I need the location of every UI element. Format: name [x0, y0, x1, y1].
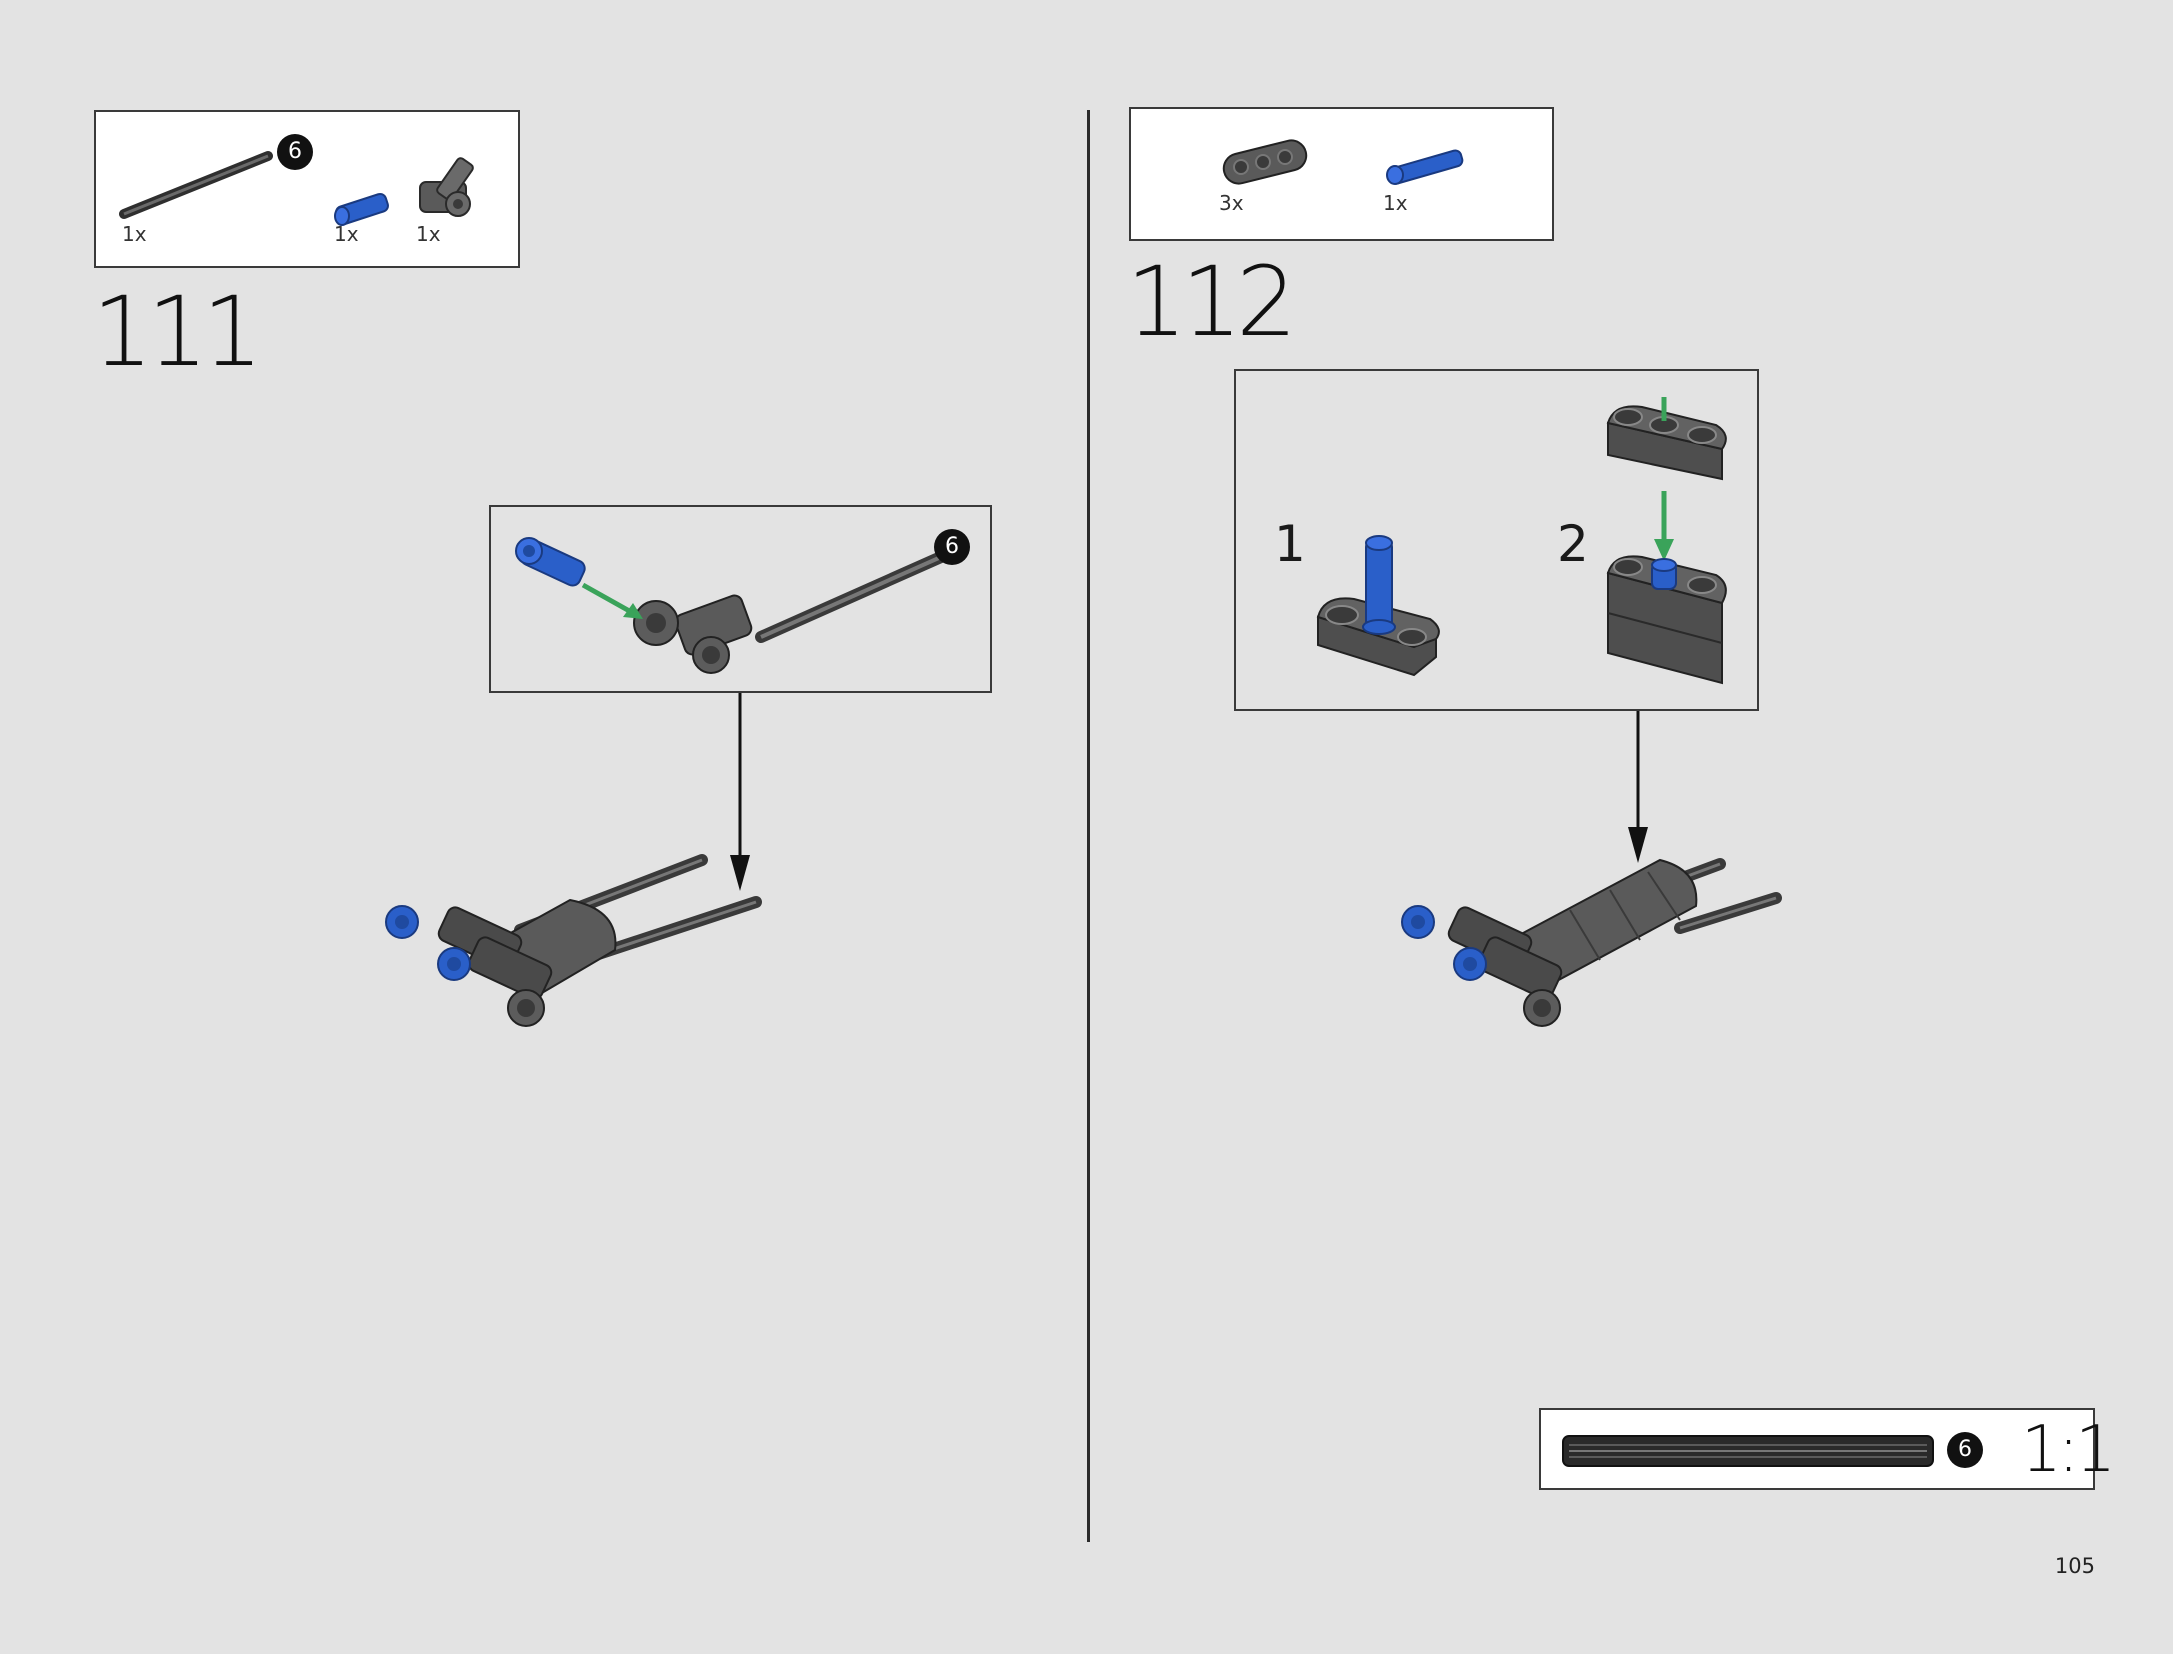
scale-ratio-label: 1:1 [2021, 1413, 2116, 1487]
liftarm-3-image [1222, 139, 1308, 185]
scale-length-badge: 6 [1947, 1432, 1983, 1468]
axle-length-badge: 6 [277, 134, 313, 170]
axle-qty: 1x [122, 222, 147, 246]
blue-connector-pin-image [334, 192, 389, 226]
blue-axle-pin-qty: 1x [1383, 191, 1408, 215]
step-111-assembly-image [385, 854, 762, 1027]
step-111-down-arrow [730, 693, 750, 891]
sub-step-2-number: 2 [1557, 515, 1589, 573]
scale-axle-image [1562, 1435, 1934, 1467]
sub-step-1-image [1316, 535, 1440, 677]
step-111-parts-list: 6 1x 1x 1x [94, 110, 520, 268]
step-112-number: 112 [1126, 246, 1297, 358]
step-112-down-arrow [1628, 711, 1648, 863]
angle-connector-image [419, 157, 474, 217]
sub-assembly-length-badge: 6 [934, 529, 970, 565]
step-111-number: 111 [92, 276, 263, 388]
angle-connector-qty: 1x [416, 222, 441, 246]
step-112-sub-steps-callout: 1 2 [1234, 369, 1759, 711]
step-112-assembly-image [1401, 858, 1782, 1027]
scale-reference-box: 6 1:1 [1539, 1408, 2116, 1490]
page-divider [1087, 110, 1090, 1542]
blue-connector-pin-qty: 1x [334, 222, 359, 246]
sub-step-2-image [1606, 397, 1727, 685]
axle-part-image [119, 151, 273, 219]
blue-axle-pin-image [1386, 149, 1464, 185]
page-number: 105 [2054, 1554, 2095, 1578]
sub-step-1-number: 1 [1274, 515, 1306, 573]
liftarm-3-qty: 3x [1219, 191, 1244, 215]
sub-assembly-image [515, 537, 947, 674]
step-111-sub-assembly-callout: 6 [489, 505, 992, 693]
step-112-parts-list: 3x 1x [1129, 107, 1554, 241]
